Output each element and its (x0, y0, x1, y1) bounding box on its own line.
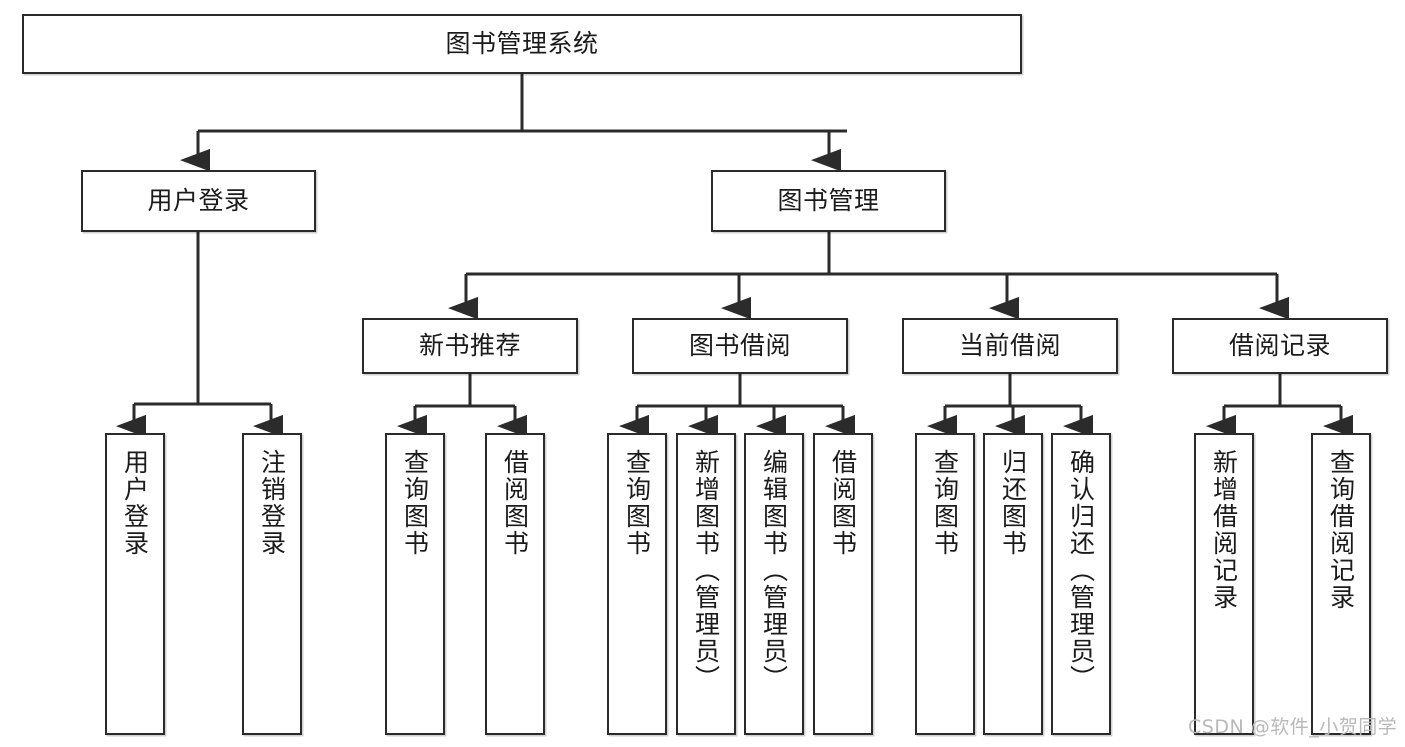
node-book-management[interactable]: 图书管理 (711, 170, 946, 232)
node-label: 查询图书 (400, 449, 430, 557)
node-label: 借阅图书 (500, 449, 530, 557)
node-user-login[interactable]: 用户登录 (81, 170, 316, 232)
node-label: 新增借阅记录 (1209, 449, 1239, 611)
node-label: 图书管理系统 (445, 29, 599, 59)
node-label: 查询图书 (622, 449, 652, 557)
node-label: 图书借阅 (688, 331, 791, 361)
leaf-query-books-recommend[interactable]: 查询图书 (385, 433, 445, 735)
node-label: 确认归还（管理员） (1066, 449, 1096, 692)
node-label: 编辑图书（管理员） (759, 449, 789, 692)
node-label: 借阅记录 (1228, 331, 1331, 361)
node-label: 归还图书 (998, 449, 1028, 557)
node-label: 新增图书（管理员） (691, 449, 721, 692)
node-root-system[interactable]: 图书管理系统 (22, 14, 1022, 74)
leaf-edit-book-admin[interactable]: 编辑图书（管理员） (744, 433, 804, 735)
leaf-query-books-borrow[interactable]: 查询图书 (607, 433, 667, 735)
leaf-logout[interactable]: 注销登录 (242, 433, 302, 735)
node-label: 注销登录 (257, 449, 287, 557)
node-label: 当前借阅 (958, 331, 1061, 361)
node-current-borrow[interactable]: 当前借阅 (902, 318, 1118, 374)
leaf-user-login[interactable]: 用户登录 (105, 433, 165, 735)
leaf-borrow-books[interactable]: 借阅图书 (813, 433, 873, 735)
node-label: 图书管理 (777, 186, 880, 216)
node-label: 新书推荐 (418, 331, 521, 361)
leaf-add-borrow-record[interactable]: 新增借阅记录 (1194, 433, 1254, 735)
node-new-book-recommend[interactable]: 新书推荐 (362, 318, 578, 374)
node-label: 用户登录 (147, 186, 250, 216)
leaf-add-book-admin[interactable]: 新增图书（管理员） (676, 433, 736, 735)
leaf-query-borrow-record[interactable]: 查询借阅记录 (1311, 433, 1371, 735)
leaf-query-books-current[interactable]: 查询图书 (915, 433, 975, 735)
watermark: CSDN @软件_小贺同学 (1188, 716, 1398, 738)
node-label: 查询借阅记录 (1326, 449, 1356, 611)
node-label: 查询图书 (930, 449, 960, 557)
leaf-confirm-return-admin[interactable]: 确认归还（管理员） (1051, 433, 1111, 735)
node-borrow-records[interactable]: 借阅记录 (1172, 318, 1388, 374)
node-label: 用户登录 (120, 449, 150, 557)
leaf-return-books[interactable]: 归还图书 (983, 433, 1043, 735)
node-label: 借阅图书 (828, 449, 858, 557)
leaf-borrow-books-recommend[interactable]: 借阅图书 (485, 433, 545, 735)
node-book-borrow[interactable]: 图书借阅 (632, 318, 848, 374)
